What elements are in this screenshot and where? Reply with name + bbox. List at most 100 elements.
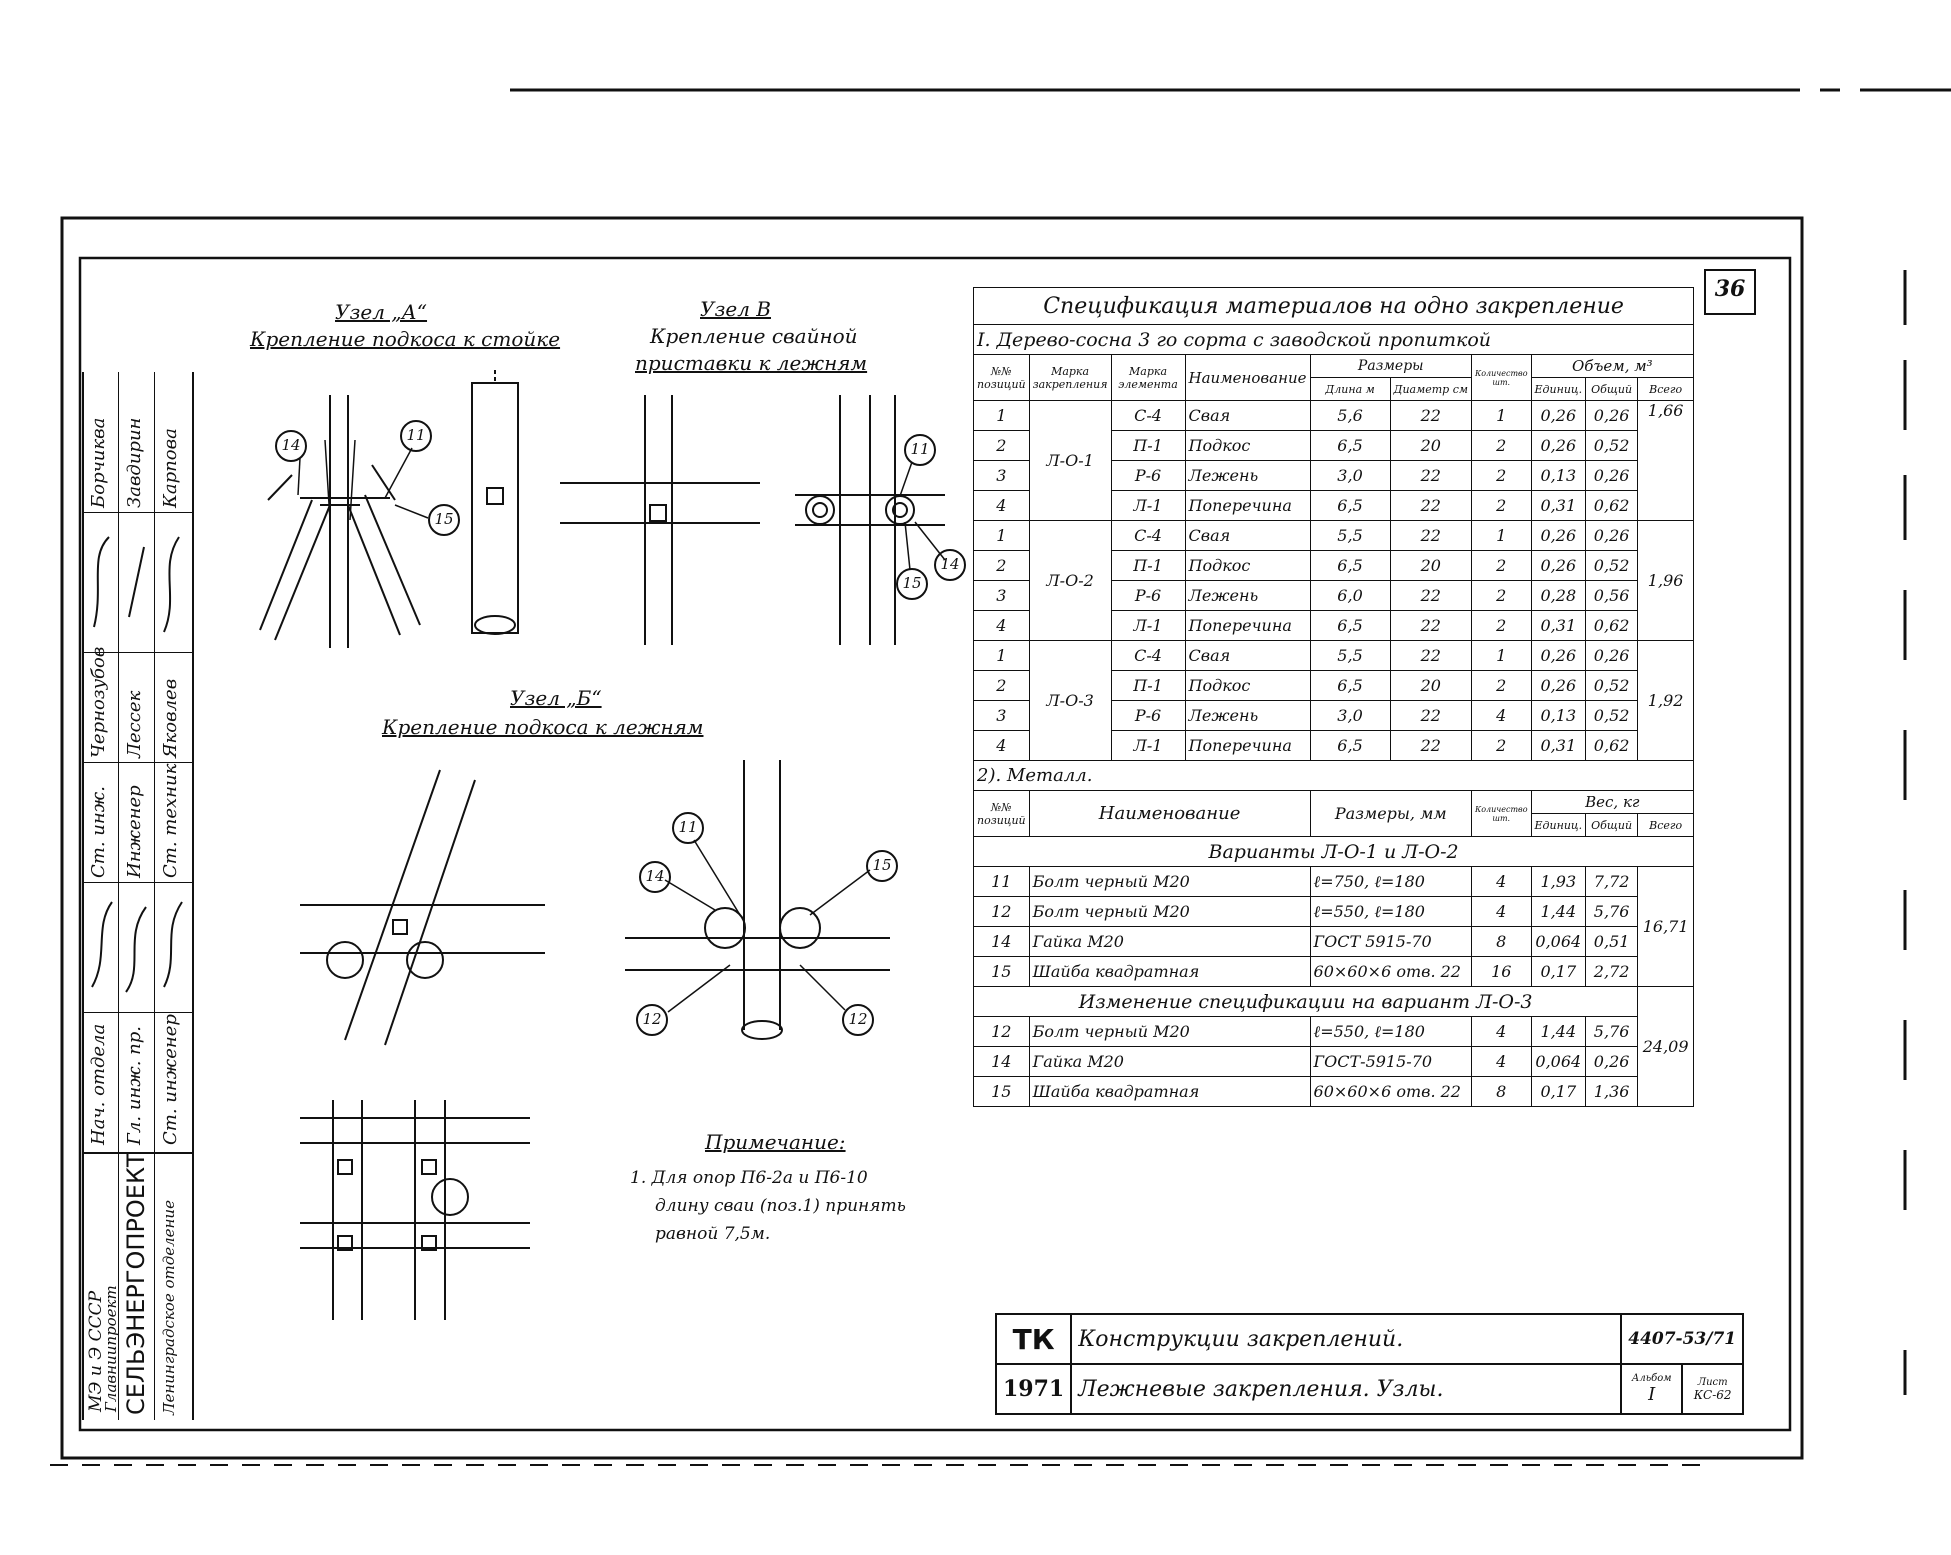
cell-wt-unit: 0,064: [1530, 926, 1587, 957]
stamp-name-3: Яковлев: [160, 678, 181, 758]
cell-name: Болт черный М20: [1028, 1016, 1311, 1047]
hdr-name: Наименование: [1184, 354, 1311, 401]
hdr-unit: Единиц.: [1530, 377, 1587, 401]
cell-name: Свая: [1184, 520, 1311, 551]
cell-name: Гайка М20: [1028, 926, 1311, 957]
cell-vol-unit: 0,31: [1530, 490, 1587, 521]
cell-pos: 3: [973, 580, 1030, 611]
cell-vol-unit: 0,13: [1530, 460, 1587, 491]
cell-length: 6,5: [1309, 550, 1391, 581]
cell-pos: 15: [973, 1076, 1030, 1107]
metal-hdr-all: Всего: [1637, 813, 1695, 837]
cell-name: Поперечина: [1184, 610, 1311, 641]
cell-diameter: 22: [1389, 460, 1473, 491]
wood-row: 4 Л-1 Поперечина 6,5 22 2 0,31 0,62: [973, 490, 1694, 521]
cell-wt-unit: 1,44: [1530, 1016, 1587, 1047]
stamp-name-1: Чернозубов: [88, 646, 109, 758]
hdr-mark-el: Марка элемента: [1110, 354, 1186, 401]
cell-wt-unit: 1,93: [1530, 866, 1587, 897]
tb-sheet-cell: Лист КС-62: [1681, 1363, 1745, 1415]
node-a-title: Узел „А“: [335, 300, 428, 324]
cell-diameter: 22: [1389, 400, 1473, 431]
cell-name: Подкос: [1184, 430, 1311, 461]
metal-var2-title: Изменение спецификации на вариант Л-О-3: [972, 986, 1639, 1017]
metal-row: 15 Шайба квадратная 60×60×6 отв. 22 8 0,…: [973, 1076, 1694, 1107]
cell-vol-unit: 0,26: [1530, 670, 1587, 701]
cell-diameter: 22: [1389, 700, 1473, 731]
cell-diameter: 20: [1389, 550, 1473, 581]
cell-mark-el: Р-6: [1110, 580, 1186, 611]
cell-vol-total: 0,26: [1585, 400, 1639, 431]
cell-qty: 2: [1471, 550, 1532, 581]
stamp-name-6: Карпова: [160, 428, 181, 508]
cell-vol-unit: 0,31: [1530, 730, 1587, 761]
cell-mark-el: С-4: [1110, 400, 1186, 431]
wood-row: 4 Л-1 Поперечина 6,5 22 2 0,31 0,62: [973, 730, 1694, 761]
tb-year: 1971: [994, 1363, 1073, 1415]
metal-row: 15 Шайба квадратная 60×60×6 отв. 22 16 0…: [973, 956, 1694, 987]
cell-vol-all: 1,92: [1637, 640, 1695, 761]
metal-var1-title: Варианты Л-О-1 и Л-О-2: [972, 836, 1695, 867]
sheet-number: 36: [1714, 276, 1746, 302]
metal-row: 14 Гайка М20 ГОСТ 5915-70 8 0,064 0,51: [973, 926, 1694, 957]
wood-row: 1 Л-О-2 С-4 Свая 5,5 22 1 0,26 0,26 1,96: [973, 520, 1695, 641]
cell-mark-el: П-1: [1110, 430, 1186, 461]
hdr-qty: Количество шт.: [1471, 354, 1532, 401]
cell-name: Шайба квадратная: [1028, 956, 1311, 987]
cell-wt-total: 1,36: [1585, 1076, 1639, 1107]
cell-vol-total: 0,26: [1585, 460, 1639, 491]
stamp-role-1: Нач. отдела: [88, 1023, 109, 1145]
cell-vol-unit: 0,26: [1530, 400, 1587, 431]
stamp-column: Нач. отдела Гл. инж. пр. Ст. инженер Ст.…: [82, 372, 194, 1420]
cell-qty: 4: [1471, 700, 1532, 731]
cell-wt-total: 7,72: [1585, 866, 1639, 897]
callout-b-12-right: 12: [848, 1010, 868, 1028]
cell-qty: 2: [1471, 460, 1532, 491]
cell-mark-el: Р-6: [1110, 460, 1186, 491]
hdr-volume: Объем, м³: [1530, 354, 1695, 378]
stamp-role-5: Инженер: [124, 785, 145, 878]
cell-vol-total: 0,62: [1585, 610, 1639, 641]
spec-title: Спецификация материалов на одно закрепле…: [972, 287, 1695, 325]
cell-name: Подкос: [1184, 550, 1311, 581]
signatures-lower: [91, 901, 183, 993]
cell-name: Подкос: [1184, 670, 1311, 701]
cell-qty: 4: [1471, 896, 1532, 927]
cell-name: Лежень: [1184, 460, 1311, 491]
cell-sizes: ℓ=750, ℓ=180: [1309, 866, 1473, 897]
signatures-upper: [93, 536, 180, 633]
cell-wt-total: 5,76: [1585, 896, 1639, 927]
stamp-name-5: Завдирин: [124, 417, 145, 508]
cell-vol-total: 0,62: [1585, 490, 1639, 521]
cell-qty: 2: [1471, 730, 1532, 761]
cell-pos: 12: [973, 1016, 1030, 1047]
cell-pos: 2: [973, 670, 1030, 701]
cell-sizes: ГОСТ 5915-70: [1309, 926, 1473, 957]
metal-hdr-sizes: Размеры, мм: [1309, 790, 1473, 837]
cell-sizes: ℓ=550, ℓ=180: [1309, 896, 1473, 927]
note-line-1: 1. Для опор П6-2а и П6-10: [630, 1168, 868, 1188]
cell-mark-el: Л-1: [1110, 610, 1186, 641]
cell-wt-total: 0,26: [1585, 1046, 1639, 1077]
hdr-length: Длина м: [1309, 377, 1391, 401]
cell-sizes: 60×60×6 отв. 22: [1309, 956, 1473, 987]
cell-pos: 1: [973, 520, 1030, 551]
callout-b-14: 14: [645, 867, 665, 885]
tb-album-cell: Альбом I: [1620, 1363, 1684, 1415]
tb-album: I: [1648, 1384, 1656, 1405]
cell-qty: 4: [1471, 866, 1532, 897]
cell-wt-unit: 1,44: [1530, 896, 1587, 927]
cell-pos: 3: [973, 460, 1030, 491]
cell-name: Шайба квадратная: [1028, 1076, 1311, 1107]
cell-sizes: ℓ=550, ℓ=180: [1309, 1016, 1473, 1047]
metal-row: 11 Болт черный М20 ℓ=750, ℓ=180 4 1,93 7…: [973, 866, 1695, 987]
cell-vol-unit: 0,26: [1530, 550, 1587, 581]
cell-pos: 4: [973, 610, 1030, 641]
callout-v-11: 11: [910, 440, 930, 458]
cell-pos: 11: [973, 866, 1030, 897]
cell-pos: 15: [973, 956, 1030, 987]
note-line-2: длину сваи (поз.1) принять: [655, 1196, 906, 1216]
callout-a-15: 15: [434, 510, 454, 528]
cell-length: 5,5: [1309, 520, 1391, 551]
cell-mark-fix: Л-О-2: [1028, 520, 1112, 641]
